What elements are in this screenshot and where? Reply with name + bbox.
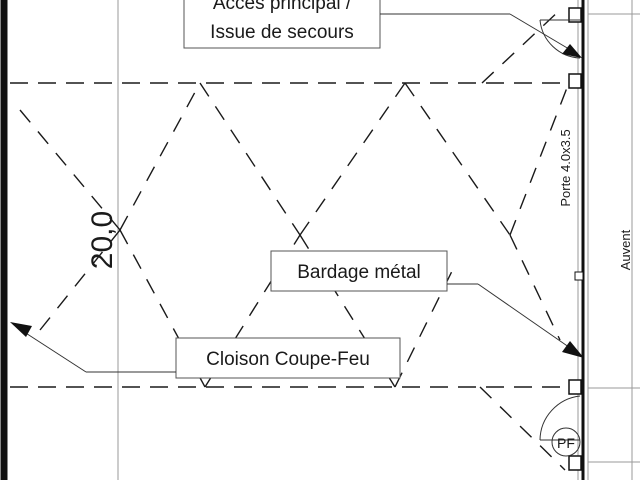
pf-label: PF bbox=[557, 435, 575, 451]
dimension-label: 20,0 bbox=[86, 211, 119, 269]
callout-main-access: Accès principal / Issue de secours bbox=[183, 0, 582, 58]
door-label: Porte 4.0x3.5 bbox=[558, 129, 573, 206]
callout-metal-cladding: Bardage métal bbox=[270, 250, 584, 358]
callout-metal-cladding-label: Bardage métal bbox=[297, 262, 421, 283]
canopy-label: Auvent bbox=[618, 229, 633, 270]
callout-fire-wall: Cloison Coupe-Feu bbox=[10, 322, 401, 379]
right-wall bbox=[568, 0, 640, 480]
callout-main-access-line1: Accès principal / bbox=[213, 0, 352, 14]
door-swing-bottom bbox=[539, 395, 581, 457]
callout-main-access-line2: Issue de secours bbox=[210, 22, 354, 43]
callout-fire-wall-label: Cloison Coupe-Feu bbox=[206, 349, 370, 370]
door-swing-top bbox=[539, 19, 581, 59]
